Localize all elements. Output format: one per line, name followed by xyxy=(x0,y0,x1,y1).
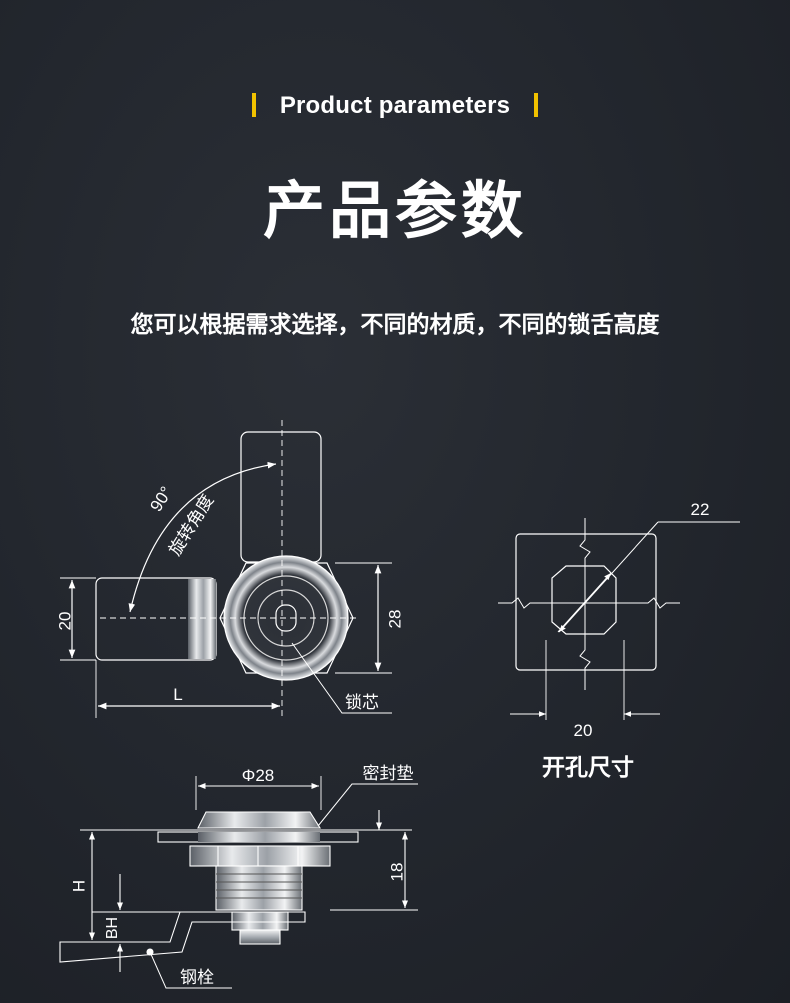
en-title-text: Product parameters xyxy=(279,92,511,119)
cutout-hole xyxy=(551,565,617,635)
accent-bar-right xyxy=(534,93,539,117)
section-subtitle: 您可以根据需求选择，不同的材质，不同的锁舌高度 xyxy=(130,312,660,338)
section-title-en: Product parameters xyxy=(0,92,790,120)
dim-l-label: L xyxy=(173,685,182,704)
angle-label: 90° xyxy=(146,483,176,515)
dim-h-label: H xyxy=(69,880,88,892)
top-view xyxy=(60,420,392,720)
side-view xyxy=(59,776,418,989)
dim-18-label: 18 xyxy=(387,863,406,882)
screw-head xyxy=(239,929,281,945)
section-title-cn: 产品参数 xyxy=(262,174,527,247)
dim-bh-label: BH xyxy=(104,917,121,939)
gasket-label: 密封垫 xyxy=(363,764,414,783)
dim-22-label: 22 xyxy=(691,500,710,519)
rotation-label: 旋转角度 xyxy=(165,491,217,559)
bolt-label: 钢栓 xyxy=(180,968,214,987)
dim-cutout-20-label: 20 xyxy=(574,721,593,740)
core-leader xyxy=(291,642,392,714)
core-label: 锁芯 xyxy=(345,693,379,712)
dim-28-label: 28 xyxy=(385,610,404,629)
tongue-upper xyxy=(240,431,322,563)
cutout-center-h xyxy=(498,597,680,609)
cutout-view xyxy=(498,518,740,720)
cutout-center-v xyxy=(579,518,591,690)
nut xyxy=(189,845,331,867)
dim-line-22 xyxy=(558,521,659,633)
accent-bar-left xyxy=(251,93,256,117)
cutout-caption: 开孔尺寸 xyxy=(542,754,634,780)
cam-stub xyxy=(231,911,289,931)
gasket-leader xyxy=(317,783,418,827)
thread-body xyxy=(215,865,303,911)
dim-phi28-label: Φ28 xyxy=(242,766,274,785)
steel-bolt xyxy=(59,911,306,963)
cylinder-head xyxy=(197,811,321,829)
bolt-leader xyxy=(149,951,232,989)
dim-20-label: 20 xyxy=(55,612,74,631)
rotation-arc xyxy=(128,461,277,613)
tongue-left-shading xyxy=(188,579,216,659)
